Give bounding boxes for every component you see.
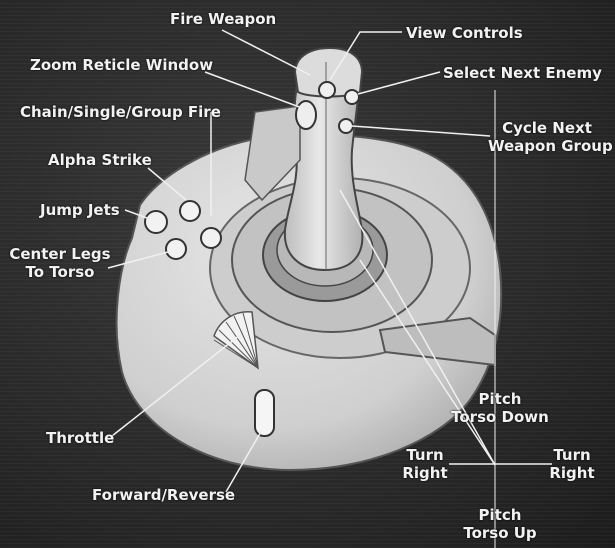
label-select-next-enemy: Select Next Enemy — [443, 64, 602, 82]
label-cycle-next-line2: Weapon Group — [488, 137, 606, 155]
label-center-legs-to-torso: Center Legs To Torso — [8, 245, 112, 281]
label-zoom-reticle-window: Zoom Reticle Window — [30, 56, 213, 74]
label-turn-right-right: Turn Right — [544, 446, 600, 482]
label-chain-single-group-fire: Chain/Single/Group Fire — [20, 103, 221, 121]
forward-reverse-switch[interactable] — [255, 390, 274, 436]
label-pitch-up-line1: Pitch — [455, 506, 545, 524]
label-turn-right-left: Turn Right — [398, 446, 452, 482]
label-pitch-up-line2: Torso Up — [455, 524, 545, 542]
label-pitch-down-line1: Pitch — [450, 390, 550, 408]
label-center-legs-line1: Center Legs — [8, 245, 112, 263]
chain-fire-button[interactable] — [201, 228, 221, 248]
label-turn-left-line1: Turn — [398, 446, 452, 464]
label-throttle: Throttle — [46, 429, 114, 447]
label-turn-right-line2: Right — [544, 464, 600, 482]
label-jump-jets: Jump Jets — [40, 201, 120, 219]
select-next-enemy-button[interactable] — [345, 90, 359, 104]
jump-jets-button[interactable] — [145, 211, 167, 233]
label-turn-left-line2: Right — [398, 464, 452, 482]
label-view-controls: View Controls — [406, 24, 523, 42]
label-pitch-down-line2: Torso Down — [450, 408, 550, 426]
label-turn-right-line1: Turn — [544, 446, 600, 464]
label-pitch-torso-down: Pitch Torso Down — [450, 390, 550, 426]
label-pitch-torso-up: Pitch Torso Up — [455, 506, 545, 542]
label-center-legs-line2: To Torso — [8, 263, 112, 281]
label-fire-weapon: Fire Weapon — [170, 10, 276, 28]
label-cycle-next-line1: Cycle Next — [488, 119, 606, 137]
label-cycle-next-weapon-group: Cycle Next Weapon Group — [488, 119, 606, 155]
cycle-weapon-group-button[interactable] — [339, 119, 353, 133]
label-forward-reverse: Forward/Reverse — [92, 486, 235, 504]
center-legs-button[interactable] — [166, 239, 186, 259]
zoom-reticle-button[interactable] — [296, 101, 316, 129]
view-controls-hat[interactable] — [319, 82, 335, 98]
label-alpha-strike: Alpha Strike — [48, 151, 152, 169]
alpha-strike-button[interactable] — [180, 201, 200, 221]
